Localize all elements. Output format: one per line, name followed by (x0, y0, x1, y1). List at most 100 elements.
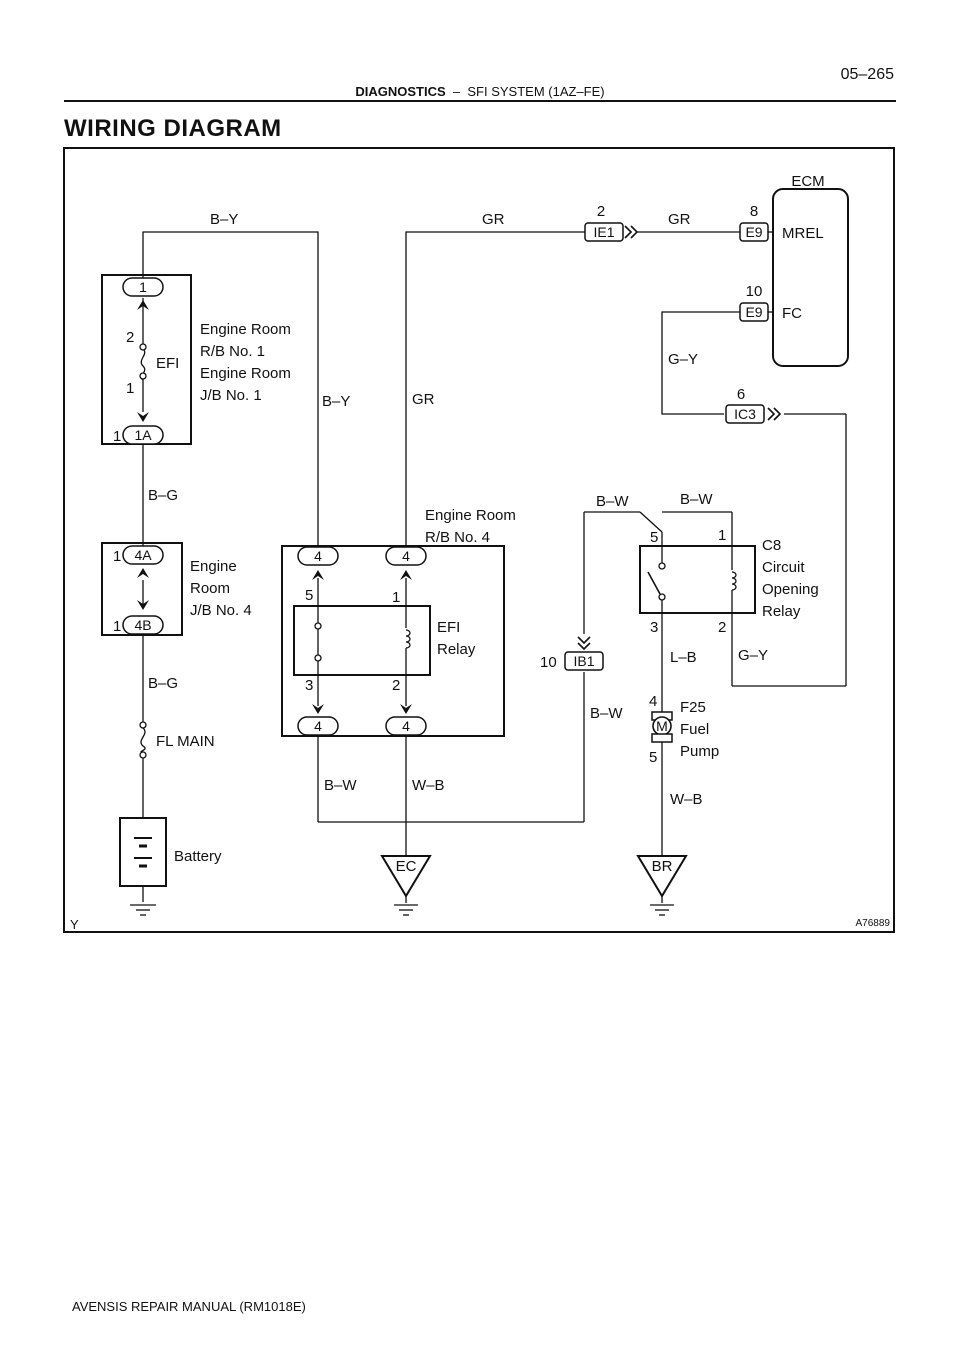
wire-label-by-mid: B–Y (322, 393, 350, 410)
connector-4b (122, 615, 164, 635)
wire-label-lb: L–B (670, 649, 697, 666)
wire-label-wb-pump: W–B (670, 791, 703, 808)
battery-label: Battery (174, 848, 222, 865)
wire-label-bg-upper: B–G (148, 487, 178, 504)
pump-line3: Pump (680, 743, 719, 760)
rb4-box (281, 545, 505, 737)
e9-fc-label: E9 (745, 304, 762, 320)
ground-ec (380, 855, 432, 898)
c8-pin3: 3 (650, 619, 658, 636)
wire-gr (405, 231, 590, 556)
ie1-pin: 2 (597, 203, 605, 220)
c8-pin2: 2 (718, 619, 726, 636)
connector-relay-top-left (297, 546, 339, 566)
connector-1 (122, 277, 164, 297)
wire-label-bg-lower: B–G (148, 675, 178, 692)
battery-box (119, 817, 167, 887)
ie1-label: IE1 (593, 224, 614, 240)
efi-fuse-label: EFI (156, 355, 179, 372)
efi-relay-pin5: 5 (305, 587, 313, 604)
wire-label-by-top: B–Y (210, 211, 238, 228)
ecm-box (772, 188, 849, 367)
wire-label-bw-top2: B–W (680, 491, 713, 508)
connector-relay-top-right (385, 546, 427, 566)
c8-pin1: 1 (718, 527, 726, 544)
pump-pin4: 4 (649, 693, 657, 710)
ib1-label: IB1 (573, 653, 594, 669)
page-footer: AVENSIS REPAIR MANUAL (RM1018E) (72, 1299, 306, 1314)
c8-line4: Relay (762, 603, 801, 620)
ecm-fc-pin: 10 (746, 283, 763, 300)
fl-main-symbol (140, 727, 146, 753)
connector-4b-label: 4B (134, 617, 151, 633)
rb1-line1: Engine Room (200, 321, 291, 338)
efi-relay-line1: EFI (437, 619, 460, 636)
efi-relay-line2: Relay (437, 641, 476, 658)
wire-label-gr-mid: GR (412, 391, 435, 408)
efi-relay-coil (405, 629, 411, 649)
page-header: DIAGNOSTICS – SFI SYSTEM (1AZ–FE) (0, 84, 960, 99)
corner-letter: Y (70, 917, 79, 932)
connector-ie1 (584, 222, 624, 242)
wire-label-gy-upper: G–Y (668, 351, 698, 368)
connector-ib1 (564, 651, 604, 671)
c4b-pin: 1 (113, 618, 121, 635)
connector-ic3 (725, 404, 765, 424)
efi-relay-pin1: 1 (392, 589, 400, 606)
connector-relay-bottom-right (385, 716, 427, 736)
wire-label-gr-ecm: GR (668, 211, 691, 228)
motor-label: M (656, 718, 668, 734)
diagram-frame (63, 147, 895, 933)
rb1-line3: Engine Room (200, 365, 291, 382)
pump-line1: F25 (680, 699, 706, 716)
c8-switch-blade (647, 571, 661, 595)
connector-1-label: 1 (139, 279, 147, 295)
ic3-pin: 6 (737, 386, 745, 403)
jb4-line2: Room (190, 580, 230, 597)
page-title: WIRING DIAGRAM (64, 115, 282, 142)
efi-relay-box (293, 605, 431, 676)
c8-pin5: 5 (650, 529, 658, 546)
rb4-line2: R/B No. 4 (425, 529, 490, 546)
ground-br-label: BR (652, 858, 673, 875)
page-number: 05–265 (840, 66, 894, 83)
ib1-pin: 10 (540, 654, 557, 671)
fl-main-label: FL MAIN (156, 733, 215, 750)
efi-relay-pin3: 3 (305, 677, 313, 694)
relay-conn-bl-label: 4 (314, 718, 322, 734)
header-separator: – (452, 84, 461, 99)
pump-pin5: 5 (649, 749, 657, 766)
c8-relay-box (639, 545, 756, 614)
c8-line3: Opening (762, 581, 819, 598)
ecm-label: ECM (791, 173, 824, 190)
wire-label-bw-bottom: B–W (324, 777, 357, 794)
jb4-line3: J/B No. 4 (190, 602, 252, 619)
c1a-pin: 1 (113, 428, 121, 445)
connector-4a (122, 545, 164, 565)
wire-by (142, 231, 319, 556)
wire-gy (661, 311, 740, 415)
ecm-mrel-pin: 8 (750, 203, 758, 220)
ecm-mrel-label: MREL (782, 225, 824, 242)
relay-conn-br-label: 4 (402, 718, 410, 734)
connector-4a-label: 4A (134, 547, 152, 563)
figure-id: A76889 (856, 918, 891, 929)
efi-pin-bottom: 1 (126, 380, 134, 397)
connector-e9-fc (739, 302, 769, 322)
ground-br (636, 855, 688, 898)
wire-label-gr-top: GR (482, 211, 505, 228)
header-subsection: SFI SYSTEM (1AZ–FE) (467, 84, 605, 99)
rb1-line2: R/B No. 1 (200, 343, 265, 360)
wire-label-wb-relay: W–B (412, 777, 445, 794)
efi-relay-pin2: 2 (392, 677, 400, 694)
wire-label-gy-right: G–Y (738, 647, 768, 664)
pump-line2: Fuel (680, 721, 709, 738)
ground-ec-label: EC (396, 858, 417, 875)
header-section: DIAGNOSTICS (355, 84, 446, 99)
connector-1a (122, 425, 164, 445)
relay-conn-tl-label: 4 (314, 548, 322, 564)
ecm-fc-label: FC (782, 305, 802, 322)
efi-pin-top: 2 (126, 329, 134, 346)
e9-mrel-label: E9 (745, 224, 762, 240)
